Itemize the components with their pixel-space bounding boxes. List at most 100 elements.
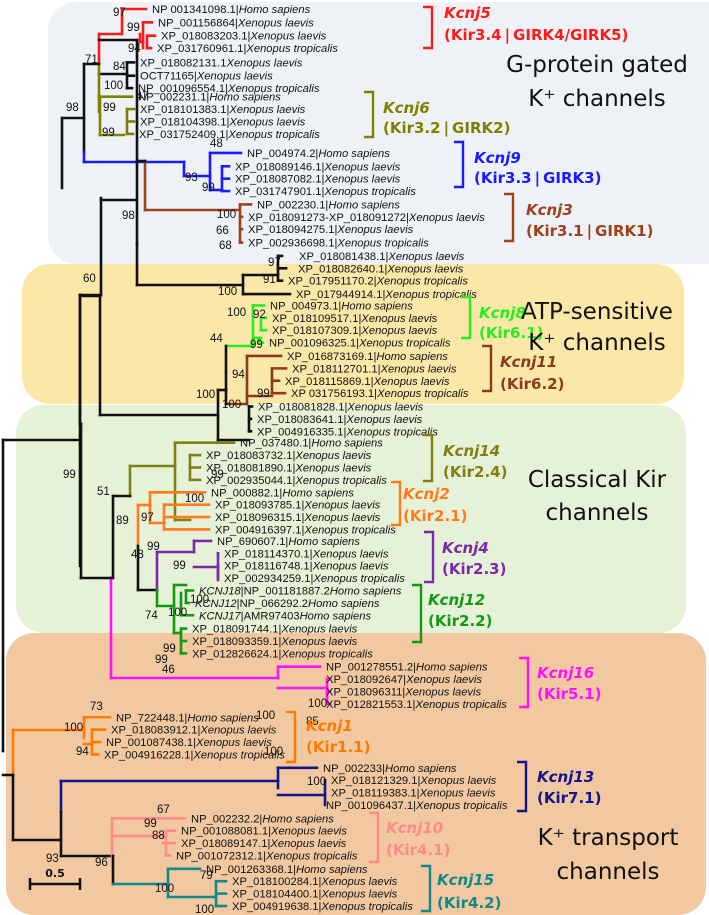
bootstrap-value: 100 bbox=[168, 607, 187, 619]
leaf-accession: XP_004916397.1| bbox=[215, 524, 304, 536]
leaf-species: Homo sapiens bbox=[300, 610, 372, 622]
leaf-species: Homo sapiens bbox=[328, 199, 400, 211]
clade-protein-name: (Kir3.1 | GIRK1) bbox=[526, 222, 653, 241]
leaf-accession: XP_018101383.1| bbox=[140, 104, 229, 116]
bootstrap-value: 99 bbox=[202, 182, 215, 194]
leaf-accession: NP_002233| bbox=[323, 763, 385, 775]
leaf-species: Xenopus laevis bbox=[320, 889, 397, 901]
leaf-species: Homo sapiens bbox=[187, 712, 259, 724]
leaf-species: Xenopus laevis bbox=[303, 500, 380, 512]
leaf-accession: XP_002935044.1| bbox=[206, 475, 295, 487]
bootstrap-value: 94 bbox=[76, 746, 89, 758]
clade-gene-name: Kcnj14 bbox=[443, 442, 500, 460]
leaf-accession: XP_018121329.1| bbox=[331, 775, 420, 787]
leaf-label: XP_018083732.1|Xenopus laevis bbox=[206, 450, 372, 462]
bootstrap-value: 99 bbox=[250, 339, 263, 351]
leaf-species: Xenopus laevis bbox=[320, 876, 397, 888]
leaf-accession: XP_018089146.1| bbox=[235, 161, 324, 173]
leaf-label: XP_004916228.1|Xenopus tropicalis bbox=[104, 749, 285, 761]
bootstrap-value: 100 bbox=[64, 722, 83, 734]
clade-bracket-kcnj8 bbox=[461, 295, 472, 340]
leaf-accession: XP_018096315.1| bbox=[215, 512, 304, 524]
leaf-accession: XP_018107309.1| bbox=[272, 325, 361, 337]
leaf-species: Xenopus tropicalis bbox=[345, 426, 438, 438]
leaf-species: Xenopus tropicalis bbox=[192, 749, 285, 761]
bootstrap-value: 100 bbox=[218, 286, 237, 298]
leaf-label: XP_018100284.1|Xenopus laevis bbox=[232, 876, 398, 888]
region-title-classical: Classical Kir bbox=[528, 467, 667, 493]
leaf-label: XP_031760961.1|Xenopus tropicalis bbox=[157, 43, 338, 55]
leaf-species: Xenopus laevis bbox=[336, 224, 413, 236]
bootstrap-value: 99 bbox=[257, 388, 270, 400]
clade-protein-name: (Kir1.1) bbox=[306, 738, 370, 756]
leaf-species: Xenopus laevis bbox=[228, 104, 305, 116]
clade-protein-name: (Kir2.2) bbox=[428, 612, 492, 630]
leaf-label: XP_002936698.1|Xenopus tropicalis bbox=[248, 238, 429, 250]
leaf-species: Xenopus tropicalis bbox=[376, 388, 469, 400]
leaf-accession: NP_001088081.1| bbox=[181, 826, 271, 838]
clade-protein-name: (Kir2.3) bbox=[442, 560, 506, 578]
bootstrap-value: 84 bbox=[113, 61, 126, 73]
leaf-species: Xenopus laevis bbox=[269, 838, 346, 850]
leaf-accession: XP_012821553.1| bbox=[326, 699, 415, 711]
leaf-accession: XP_018081438.1| bbox=[299, 251, 388, 263]
leaf-species: Xenopus laevis bbox=[195, 737, 272, 749]
region-transport bbox=[6, 633, 706, 915]
leaf-species: Xenopus laevis bbox=[249, 31, 326, 43]
leaf-label: KCNJ12|NP_066292.2Homo sapiens bbox=[195, 598, 380, 610]
bootstrap-value: 100 bbox=[256, 710, 275, 722]
clade-gene-name: Kcnj3 bbox=[526, 201, 573, 219]
region-atp bbox=[22, 264, 684, 404]
region-title-atp: ATP-sensitive bbox=[521, 299, 673, 325]
region-title-transport: K⁺ transport bbox=[538, 825, 679, 851]
leaf-species: Xenopus laevis bbox=[323, 161, 400, 173]
bootstrap-value: 66 bbox=[216, 225, 229, 237]
bootstrap-value: 100 bbox=[190, 594, 209, 606]
leaf-accession: XP_002936698.1| bbox=[248, 238, 337, 250]
clade-gene-name: Kcnj2 bbox=[403, 485, 450, 503]
bootstrap-value: 97 bbox=[268, 257, 281, 269]
leaf-accession: NP_001096325.1| bbox=[269, 338, 359, 350]
leaf-label: NP 001341098.1|Homo sapiens bbox=[152, 4, 311, 16]
leaf-label: XP_018081828.1|Xenopus laevis bbox=[258, 402, 424, 414]
bootstrap-value: 97 bbox=[141, 512, 154, 524]
region-gprotein bbox=[48, 2, 709, 264]
leaf-label: NP_000882.1|Homo sapiens bbox=[211, 487, 354, 499]
clade-gene-name: Kcnj10 bbox=[386, 819, 443, 837]
bootstrap-value: 99 bbox=[147, 541, 160, 553]
leaf-species: Xenopus tropicalis bbox=[384, 289, 477, 301]
clade-gene-name: Kcnj15 bbox=[437, 871, 494, 889]
leaf-species: Xenopus laevis bbox=[419, 788, 496, 800]
leaf-gene-prefix: KCNJ17 bbox=[199, 610, 241, 622]
leaf-accession: XP_018091744.1| bbox=[192, 624, 281, 636]
leaf-label: XP_018104398.1|Xenopus laevis bbox=[140, 116, 306, 128]
leaf-species: Xenopus tropicalis bbox=[376, 276, 469, 288]
leaf-accession: XP_018089147.1| bbox=[181, 838, 270, 850]
bootstrap-value: 60 bbox=[83, 273, 96, 285]
clade-protein-name: (Kir6.1) bbox=[479, 324, 543, 342]
clade-gene-name: Kcnj9 bbox=[474, 149, 521, 167]
leaf-accession: XP_018082131.1 bbox=[140, 57, 226, 69]
leaf-accession: NP_000882.1| bbox=[211, 487, 282, 499]
leaf-accession: XP_031760961.1| bbox=[157, 43, 246, 55]
clade-protein-name: (Kir4.2) bbox=[437, 894, 501, 912]
leaf-label: NP_001096325.1|Xenopus tropicalis bbox=[269, 338, 451, 350]
leaf-species: Xenopus laevis bbox=[237, 17, 314, 29]
leaf-accession: XP_018081828.1| bbox=[258, 402, 347, 414]
leaf-species: Homo sapiens bbox=[341, 300, 413, 312]
leaf-label: NP_004974.2|Homo sapiens bbox=[247, 148, 390, 160]
leaf-accession: |NP_001181887.2 bbox=[241, 585, 330, 597]
leaf-label: XP_018081890.1|Xenopus laevis bbox=[206, 463, 372, 475]
leaf-species: Xenopus laevis bbox=[294, 450, 371, 462]
leaf-label: NP_004973.1|Homo sapiens bbox=[270, 300, 413, 312]
leaf-label: XP_016873169.1|Homo sapiens bbox=[287, 351, 448, 363]
leaf-species: Homo sapiens bbox=[311, 438, 383, 450]
clade-gene-name: Kcnj13 bbox=[537, 768, 594, 786]
clade-gene-name: Kcnj16 bbox=[537, 664, 594, 682]
clade-protein-name: (Kir7.1) bbox=[537, 789, 601, 807]
leaf-accession: OCT71165| bbox=[140, 71, 197, 83]
leaf-accession: XP_018093359.1| bbox=[192, 636, 281, 648]
leaf-label: XP_018112701.1|Xenopus laevis bbox=[292, 363, 457, 375]
leaf-accession: XP_018091273-XP_018091272| bbox=[248, 212, 409, 224]
leaf-species: Homo sapiens bbox=[330, 585, 402, 597]
